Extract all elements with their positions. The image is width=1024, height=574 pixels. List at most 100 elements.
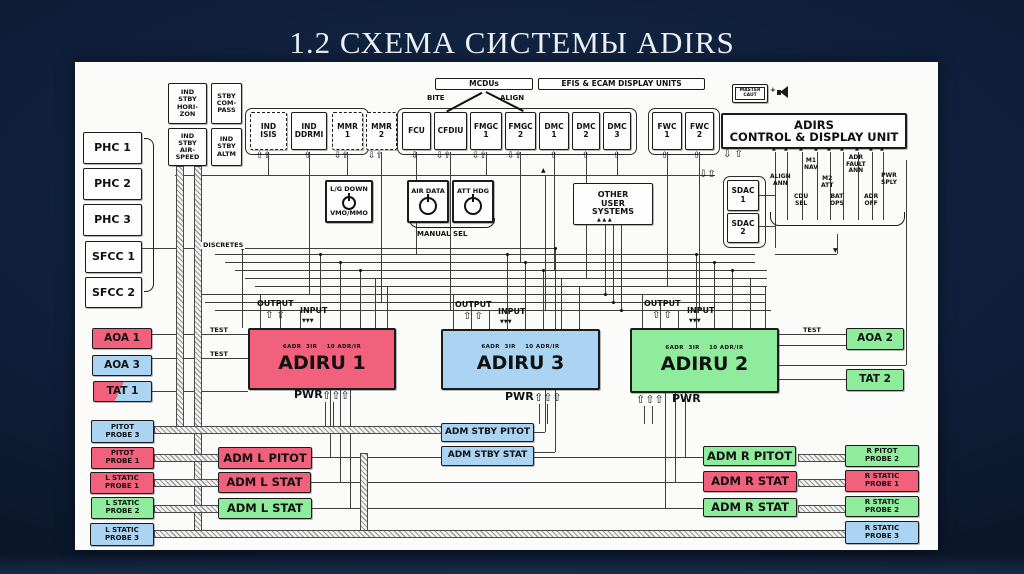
wire-55 [765,286,766,328]
wire-37 [360,270,361,328]
mcdus-label: MCDUs [469,78,499,88]
pneumatic-tube-9 [798,454,847,462]
junction-dot-7 [524,261,527,264]
sfcc-2: SFCC 2 [85,277,142,308]
pneumatic-tube-4 [154,426,443,434]
pwr-label-2: PWR [672,392,701,405]
pneumatic-tube-3 [360,453,368,538]
adm-r-stat-lower: ADM R STAT [703,498,797,517]
aoa-3: AOA 3 [92,355,152,376]
aoa-3-label: AOA 3 [104,358,140,371]
stby-compass: STBY COM- PASS [211,83,242,124]
wire-90 [534,432,545,433]
cfdiu: CFDIU [434,112,467,150]
att-hdg-selector: ATT HDG [452,180,494,223]
adiru-3-sub-label: 6ADR 3IR 10 ADR/IR [481,344,560,351]
input-label-3: INPUT [498,307,526,316]
output-arrows-2: ⇧ ⇧ [652,310,672,321]
ind-stby-horizon-label: IND STBY HORI- ZON [176,88,199,118]
master-caut: MASTER CAUT [732,84,768,103]
adm-l-stat-upper-label: ADM L STAT [226,475,303,490]
wire-9 [554,152,555,175]
wire-82 [621,225,622,310]
up-arrowhead-efis: ▲ [541,167,546,174]
rotary-knob-icon [464,197,482,215]
mmr-1-label: MMR 1 [337,121,358,139]
aoa-1: AOA 1 [92,328,152,349]
wire-30 [205,302,765,303]
wire-96 [665,393,666,508]
adr-fault-ann-label: ADR FAULT ANN [846,154,866,175]
pneumatic-tube-7 [154,505,220,513]
test-label-2: TEST [208,350,230,359]
phc-1: PHC 1 [83,132,142,164]
sfcc-1: SFCC 1 [85,241,142,273]
wire-18 [586,175,587,278]
wire-42 [489,310,490,329]
fmgc-1: FMGC 1 [470,112,502,150]
sfcc-1-label: SFCC 1 [91,250,136,264]
up-arrow-dmc3: ⇧ [613,151,621,161]
sdac-2: SDAC 2 [727,213,759,243]
wire-80 [605,225,606,294]
wire-91 [545,390,546,432]
manual-sel-label: MANUAL SEL [417,230,468,238]
adm-r-stat-upper-label: ADM R STAT [711,474,789,489]
wire-33 [280,302,281,328]
wire-22 [450,175,451,310]
dmc-1: DMC 1 [539,112,569,150]
rotary-knob-icon [419,197,437,215]
wire-94 [685,393,686,457]
dmc-3-label: DMC 3 [607,121,627,139]
phc-3: PHC 3 [83,204,142,236]
adm-l-stat-upper: ADM L STAT [218,472,311,493]
fmgc-2-label: FMGC 2 [508,121,533,139]
up-arrow-dmc2: ⇧ [582,151,590,161]
wire-86 [312,508,703,509]
l-static-probe-1: L STATIC PROBE 1 [90,472,154,494]
arrows-cdu: ⇩ ⇧ [723,149,743,160]
dmc-1-label: DMC 1 [544,121,564,139]
pitot-probe-1-label: PITOT PROBE 1 [105,449,140,465]
wire-3 [347,152,348,175]
r-static-probe-3: R STATIC PROBE 3 [845,521,919,544]
wire-76 [759,195,775,196]
sfcc-2-label: SFCC 2 [91,285,136,299]
up-arrow-dmc1: ⇧ [550,151,558,161]
wire-78 [906,160,907,365]
wire-81 [613,225,614,302]
bat-ops-label: BAT OPS [830,193,844,207]
cdu-arrowhead-9: ▲ [880,146,884,152]
wire-99 [539,404,540,424]
wire-100 [547,404,548,424]
wire-102 [652,406,653,424]
adiru-2-label: ADIRU 2 [660,353,749,376]
adm-r-stat-upper: ADM R STAT [703,471,797,492]
l-static-probe-3-label: L STATIC PROBE 3 [105,525,139,542]
junction-dot-10 [542,269,545,272]
fcu: FCU [402,112,431,150]
phc-2: PHC 2 [83,168,142,200]
wire-98 [333,402,334,427]
wire-32 [260,294,261,328]
wire-48 [642,294,643,328]
l-static-probe-2-label: L STATIC PROBE 2 [105,499,140,515]
phc-1-label: PHC 1 [94,141,131,155]
adiru-2-sub-label: 6ADR 3IR 10 ADR/IR [665,345,744,352]
dmc-2: DMC 2 [572,112,600,150]
wire-41 [471,302,472,329]
sdac-1: SDAC 1 [727,180,759,211]
r-static-probe-2-label: R STATIC PROBE 2 [864,497,900,514]
junction-dot-4 [506,253,509,256]
adiru-1-label: ADIRU 1 [278,351,366,374]
wire-23 [699,175,700,310]
wire-17 [554,175,555,270]
aoa-2: AOA 2 [846,328,904,350]
wire-66 [787,152,788,220]
cdu-signals-brace [770,212,905,226]
air-data-selector-label: AIR DATA [411,186,445,195]
adm-stby-stat-label: ADM STBY STAT [447,450,528,461]
